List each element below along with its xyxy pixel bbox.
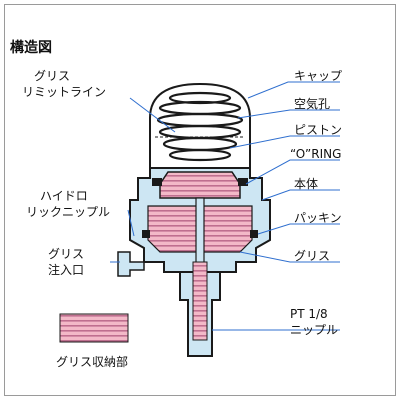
label-nipple-2: ニップル (290, 323, 338, 337)
label-nipple-1: PT 1/8 (290, 307, 328, 321)
label-o-ring: “O”RING (290, 147, 341, 161)
cap-dome (149, 82, 251, 172)
hydraulic-nipple (117, 251, 145, 277)
label-inlet-1: グリス (48, 247, 84, 261)
label-air-hole: 空気孔 (294, 96, 330, 111)
piston (159, 171, 241, 199)
spring (156, 91, 244, 162)
leader-lines (110, 81, 340, 331)
label-packing: パッキン (294, 211, 342, 225)
label-hydro-2: リックニップル (26, 205, 110, 219)
label-grease: グリス (294, 249, 330, 263)
legend-label: グリス収納部 (56, 354, 128, 369)
label-inlet-2: 注入口 (48, 262, 84, 277)
o-ring-right (238, 178, 248, 186)
label-piston: ピストン (294, 123, 342, 137)
label-grease-limit-1: グリス (34, 69, 70, 83)
label-body: 本体 (294, 177, 318, 191)
label-hydro-1: ハイドロ (40, 189, 88, 203)
diagram-title: 構造図 (10, 39, 52, 56)
label-grease-limit-2: リミットライン (22, 85, 106, 99)
packing-right (250, 230, 258, 238)
label-cap: キャップ (294, 69, 342, 83)
legend-swatch (59, 313, 129, 343)
packing-left (142, 230, 150, 238)
center-shaft (195, 197, 205, 271)
o-ring-left (152, 178, 162, 186)
nipple-grease-core (192, 261, 208, 341)
